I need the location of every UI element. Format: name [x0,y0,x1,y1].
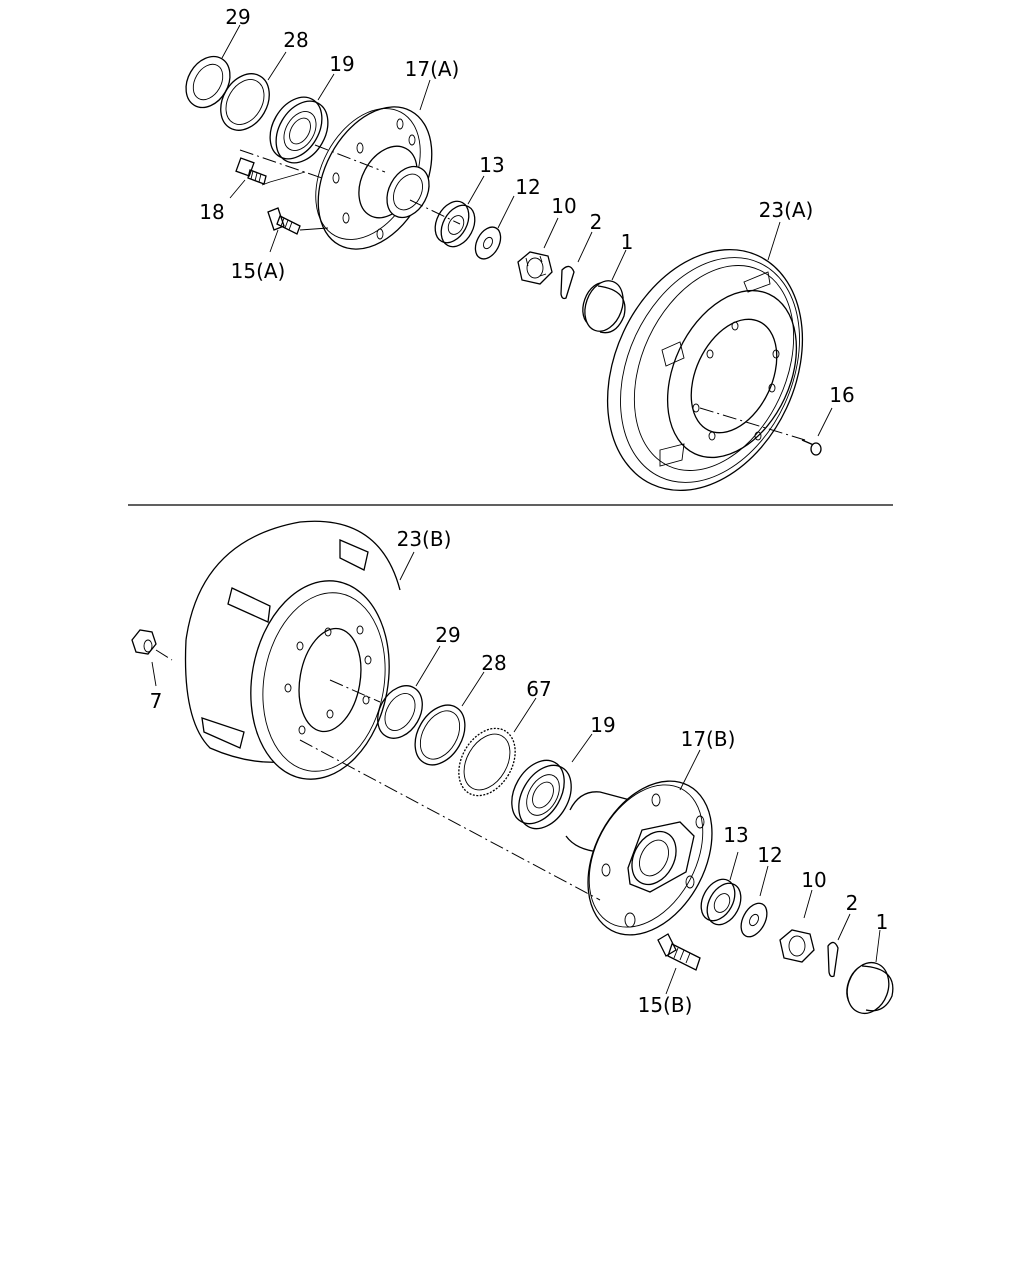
callout-labels: 29 28 19 17(A) 18 15(A) 13 12 10 2 1 23(… [150,5,889,1017]
label-19-b: 19 [590,713,615,737]
part-19-bearing-b [511,759,572,830]
label-17b: 17(B) [681,727,736,751]
label-19-a: 19 [329,52,354,76]
part-19-bearing-a [269,96,329,164]
part-12-washer-b [740,902,768,938]
part-18-bolt [235,157,267,185]
part-16-screw [801,439,822,456]
part-28-ring-b [414,704,466,766]
label-28-a: 28 [283,28,308,52]
part-29-seal-a [185,55,231,109]
label-15b: 15(B) [638,993,693,1017]
label-16: 16 [829,383,854,407]
label-28-b: 28 [481,651,506,675]
part-28-ring-a [220,73,270,131]
label-2-a: 2 [590,210,603,234]
label-10-a: 10 [551,194,576,218]
part-12-washer-a [474,226,502,260]
part-15a-stud [267,207,301,235]
label-1-b: 1 [876,910,889,934]
part-29-seal-b [377,685,423,739]
label-29-a: 29 [225,5,250,29]
part-17b-hub [565,780,713,936]
part-23b-drum [184,520,401,780]
assembly-b [131,520,894,1015]
part-10-nut-a [517,251,553,285]
label-18: 18 [199,200,224,224]
label-23a: 23(A) [759,198,814,222]
label-17a: 17(A) [405,57,460,81]
part-1-cap-a [582,280,626,334]
label-10-b: 10 [801,868,826,892]
part-7-nut [131,629,157,655]
label-2-b: 2 [846,891,859,915]
label-12-b: 12 [757,843,782,867]
part-13-bearing-a [434,200,476,248]
label-29-b: 29 [435,623,460,647]
part-23a-drum [606,248,804,492]
axis-lines-a [239,144,806,441]
label-67: 67 [526,677,551,701]
part-67-tone-ring [458,727,516,797]
part-13-bearing-b [700,878,742,926]
label-7: 7 [150,689,163,713]
part-10-nut-b [779,929,815,963]
label-15a: 15(A) [231,259,286,283]
label-12-a: 12 [515,175,540,199]
label-1-a: 1 [621,230,634,254]
label-13-b: 13 [723,823,748,847]
part-15b-stud [657,933,701,971]
part-2-cotter-pin-b [827,941,839,978]
label-23b: 23(B) [397,527,452,551]
assembly-a [185,55,822,492]
label-13-a: 13 [479,153,504,177]
axis-lines-b [155,649,601,901]
part-1-cap-b [846,961,894,1015]
part-2-cotter-pin-a [560,265,575,300]
part-17a-hub [315,106,433,250]
